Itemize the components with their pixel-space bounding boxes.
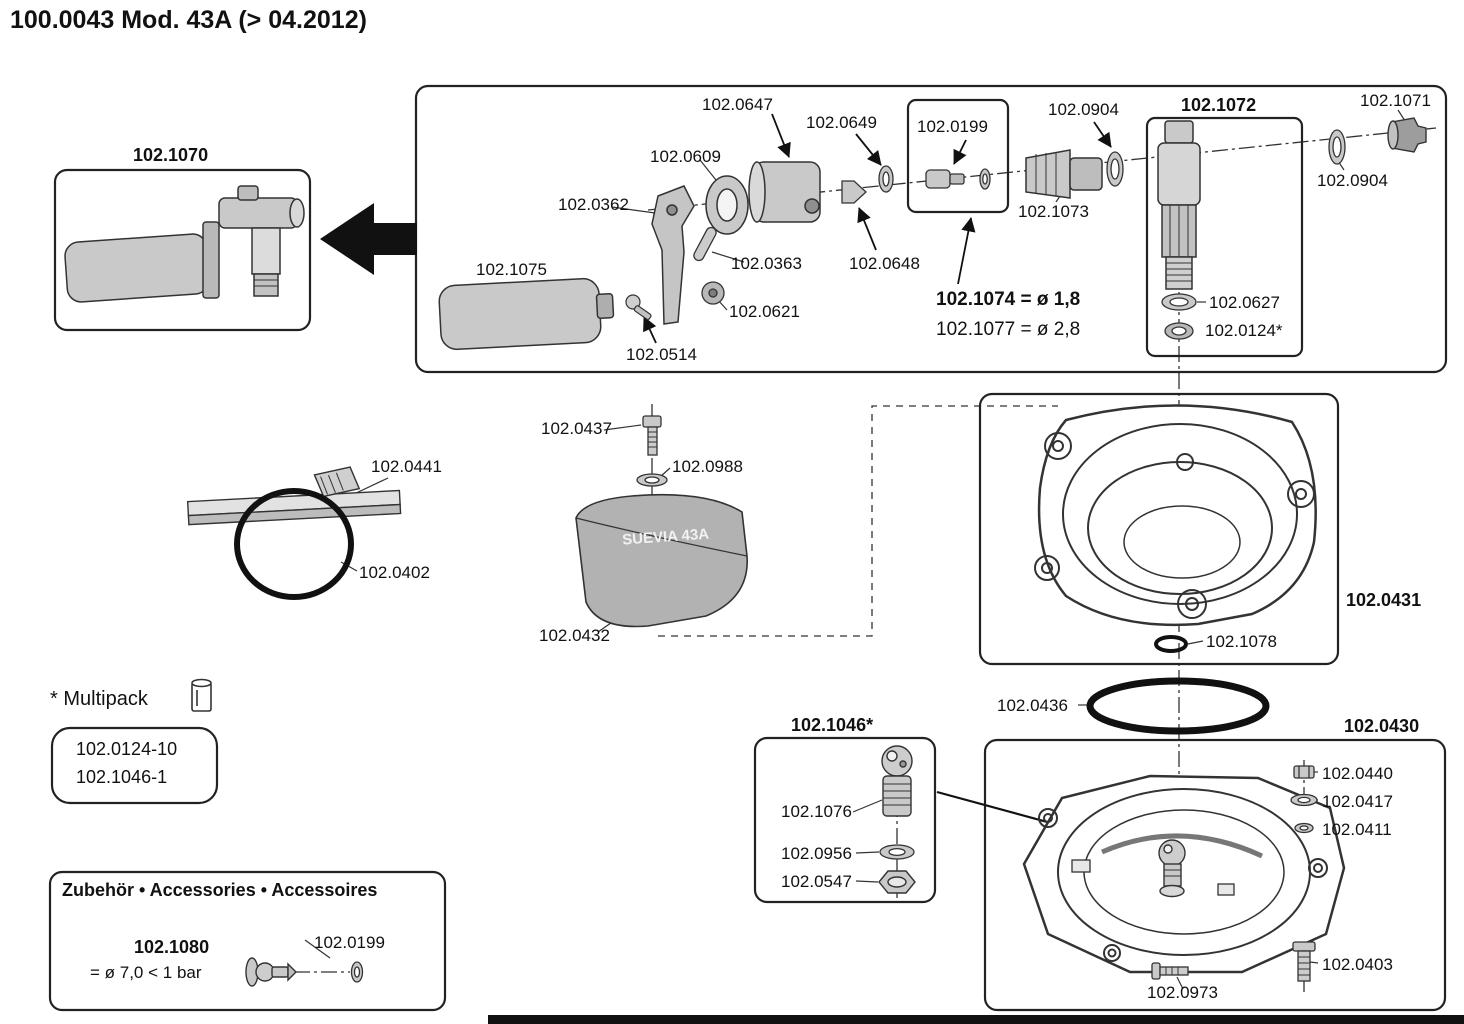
valve-1046-box bbox=[753, 736, 937, 904]
washer-102-0649 bbox=[878, 165, 894, 193]
float-valve-box bbox=[53, 168, 312, 332]
part-label-102-1077: 102.1077 = ø 2,8 bbox=[936, 319, 1081, 340]
part-label-102-1046: 102.1046* bbox=[791, 715, 874, 735]
cover-brand-text: SUEVIA 43A bbox=[622, 526, 710, 549]
part-label-102-1074: 102.1074 = ø 1,8 bbox=[936, 289, 1081, 310]
part-label-102-0430: 102.0430 bbox=[1344, 716, 1420, 736]
part-label-102-0627: 102.0627 bbox=[1209, 293, 1280, 312]
screw-102-0437 bbox=[642, 415, 662, 456]
part-label-102-1075: 102.1075 bbox=[476, 260, 547, 279]
washer-102-0627 bbox=[1161, 293, 1197, 311]
bolt-102-0403 bbox=[1292, 941, 1316, 982]
washer-102-0904-left bbox=[1106, 151, 1124, 187]
part-label-102-0199: 102.0199 bbox=[917, 117, 988, 136]
screw-102-0973 bbox=[1151, 962, 1189, 980]
bracket-102-0441 bbox=[186, 466, 402, 526]
plug-102-1071 bbox=[1387, 117, 1427, 153]
part-label-102-0437: 102.0437 bbox=[541, 419, 612, 438]
nut-102-0547 bbox=[878, 870, 916, 894]
bowl-bottom-102-0430 bbox=[1022, 774, 1346, 974]
washer-102-0417 bbox=[1290, 793, 1318, 807]
part-0199-box bbox=[906, 98, 1010, 214]
part-label-102-0431: 102.0431 bbox=[1346, 590, 1422, 610]
part-label-102-1073: 102.1073 bbox=[1018, 202, 1089, 221]
valve-102-1046 bbox=[881, 745, 913, 817]
part-label-102-0988: 102.0988 bbox=[672, 457, 743, 476]
valve-102-0199 bbox=[925, 168, 991, 190]
multipack-sleeve-icon bbox=[191, 678, 212, 712]
part-label-102-0411: 102.0411 bbox=[1322, 820, 1392, 839]
part-label-102-0363: 102.0363 bbox=[731, 254, 802, 273]
oring-102-0436 bbox=[1086, 677, 1270, 735]
gear-102-0621 bbox=[701, 281, 725, 305]
part-label-102-0647: 102.0647 bbox=[702, 95, 773, 114]
part-label-102-1071: 102.1071 bbox=[1360, 91, 1431, 110]
washer-102-0904-right bbox=[1328, 129, 1346, 165]
part-label-102-0199-acc: 102.0199 bbox=[314, 933, 385, 952]
valve-102-1080 bbox=[245, 957, 297, 987]
float-valve-assembly bbox=[64, 185, 305, 303]
part-label-102-1080: 102.1080 bbox=[134, 937, 210, 957]
washer-102-0411 bbox=[1294, 822, 1314, 834]
part-label-102-0436: 102.0436 bbox=[997, 696, 1068, 715]
nipple-assembly bbox=[1158, 839, 1186, 898]
bolt-102-0440 bbox=[1293, 765, 1315, 779]
left-arrow-icon bbox=[320, 203, 417, 275]
oring-102-1078 bbox=[1154, 635, 1188, 653]
part-label-102-1076: 102.1076 bbox=[781, 802, 852, 821]
washer-102-0124 bbox=[1164, 322, 1194, 340]
part-label-102-0621: 102.0621 bbox=[729, 302, 800, 321]
nut-102-0609 bbox=[705, 175, 749, 235]
accessories-box bbox=[48, 870, 447, 1012]
part-label-102-0440: 102.0440 bbox=[1322, 764, 1393, 783]
bowl-bottom-box bbox=[983, 738, 1447, 1012]
lever-102-0362 bbox=[651, 185, 695, 325]
housing-102-0647 bbox=[748, 161, 821, 223]
washer-102-0199-accessory bbox=[350, 961, 364, 983]
screw-102-0514 bbox=[625, 294, 652, 321]
multipack-title: * Multipack bbox=[50, 688, 148, 710]
bowl-top-102-0431 bbox=[1034, 404, 1317, 627]
valve-cartridge-102-1072 bbox=[1157, 120, 1201, 290]
part-label-102-0904-top: 102.0904 bbox=[1048, 100, 1119, 119]
part-label-102-1070: 102.1070 bbox=[133, 145, 209, 165]
multipack-item-1: 102.0124-10 bbox=[76, 739, 178, 759]
part-label-102-0362: 102.0362 bbox=[558, 195, 629, 214]
part-label-102-0648: 102.0648 bbox=[849, 254, 920, 273]
oring-102-0402 bbox=[234, 488, 354, 600]
part-label-102-0514: 102.0514 bbox=[626, 345, 697, 364]
part-label-102-0403: 102.0403 bbox=[1322, 955, 1393, 974]
part-label-102-1078: 102.1078 bbox=[1206, 632, 1277, 651]
part-label-102-0417: 102.0417 bbox=[1322, 792, 1393, 811]
cover-102-0432: SUEVIA 43A bbox=[575, 493, 748, 628]
pin-102-0648 bbox=[841, 180, 867, 204]
part-label-102-1072: 102.1072 bbox=[1181, 95, 1257, 115]
nut-102-1073 bbox=[1025, 149, 1103, 199]
cover-connector-line bbox=[658, 405, 1058, 637]
part-label-102-0547: 102.0547 bbox=[781, 872, 852, 891]
washer-102-0956 bbox=[879, 844, 915, 860]
washer-102-0988 bbox=[636, 473, 668, 487]
part-label-102-0124: 102.0124* bbox=[1205, 321, 1283, 340]
part-label-102-0973: 102.0973 bbox=[1147, 983, 1218, 1002]
bowl-top-box bbox=[978, 392, 1340, 666]
part-label-102-0432: 102.0432 bbox=[539, 626, 610, 645]
pin-102-0363 bbox=[693, 226, 717, 262]
multipack-item-2: 102.1046-1 bbox=[76, 767, 168, 787]
part-label-102-0609: 102.0609 bbox=[650, 147, 721, 166]
float-102-1075 bbox=[438, 277, 615, 351]
part-label-102-0956: 102.0956 bbox=[781, 844, 852, 863]
part-label-102-0904-right: 102.0904 bbox=[1317, 171, 1388, 190]
page-edge-strip bbox=[488, 1015, 1464, 1024]
accessories-title: Zubehör • Accessories • Accessoires bbox=[62, 880, 378, 900]
part-label-102-0402: 102.0402 bbox=[359, 563, 430, 582]
valve-1072-box bbox=[1145, 116, 1304, 358]
part-label-102-0441: 102.0441 bbox=[371, 457, 442, 476]
part-label-102-0649: 102.0649 bbox=[806, 113, 877, 132]
accessories-spec: = ø 7,0 < 1 bar bbox=[90, 963, 202, 982]
page-title: 100.0043 Mod. 43A (> 04.2012) bbox=[10, 6, 367, 34]
multipack-box bbox=[50, 726, 219, 805]
